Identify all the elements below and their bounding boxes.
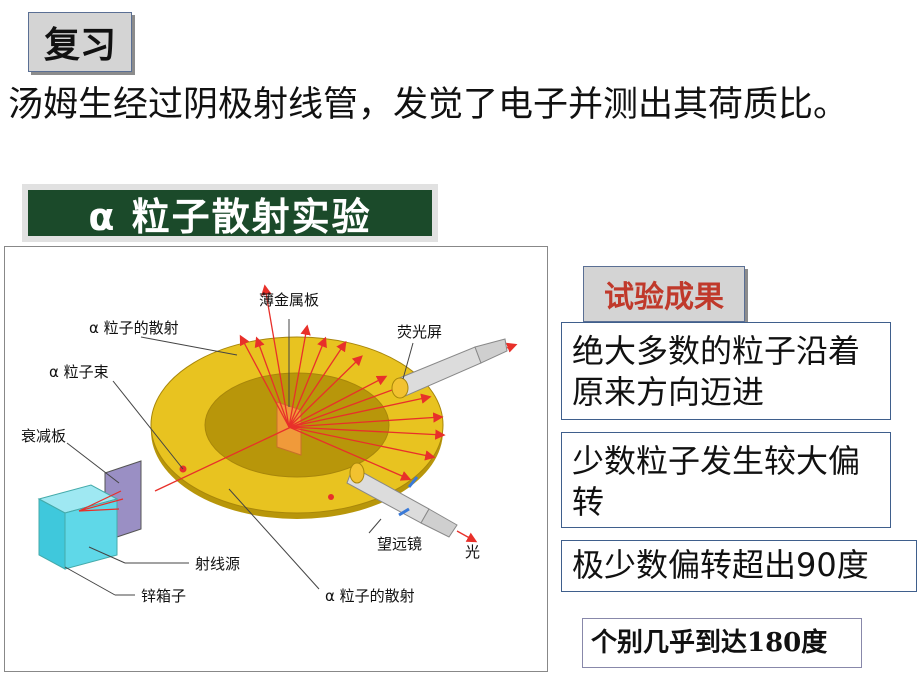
screen-tube xyxy=(391,338,508,399)
result-item-1: 绝大多数的粒子沿着原来方向迈进 xyxy=(561,322,891,420)
intro-text: 汤姆生经过阴极射线管，发觉了电子并测出其荷质比。 xyxy=(8,85,849,125)
scattering-diagram-svg: 薄金属板 α 粒子的散射 荧光屏 α 粒子束 衰减板 射线源 锌箱子 望远镜 光… xyxy=(21,284,518,605)
label-scatter-bottom: α 粒子的散射 xyxy=(325,587,415,605)
label-screen: 荧光屏 xyxy=(397,323,442,341)
label-source: 射线源 xyxy=(195,555,240,573)
scatter-rays xyxy=(154,284,518,492)
label-scatter-top: α 粒子的散射 xyxy=(89,319,179,337)
label-lead-box: 锌箱子 xyxy=(141,587,186,605)
review-badge: 复习 xyxy=(28,12,132,72)
experiment-title: α 粒子散射实验 xyxy=(28,190,432,239)
label-beam: α 粒子束 xyxy=(49,363,109,381)
telescope-tube xyxy=(346,462,478,543)
label-light: 光 xyxy=(465,543,480,561)
experiment-title-banner: α 粒子散射实验 xyxy=(22,184,438,242)
result-item-4: 个别几乎到达180度 xyxy=(582,618,862,668)
label-foil: 薄金属板 xyxy=(259,291,319,309)
label-attenuator: 衰减板 xyxy=(21,427,66,445)
result-item-2: 少数粒子发生较大偏转 xyxy=(561,432,891,528)
scattering-diagram: 薄金属板 α 粒子的散射 荧光屏 α 粒子束 衰减板 射线源 锌箱子 望远镜 光… xyxy=(4,246,548,672)
lead-box xyxy=(37,484,119,570)
results-badge: 试验成果 xyxy=(583,266,745,322)
result-item-3: 极少数偏转超出90度 xyxy=(561,540,917,592)
label-telescope: 望远镜 xyxy=(377,535,422,553)
